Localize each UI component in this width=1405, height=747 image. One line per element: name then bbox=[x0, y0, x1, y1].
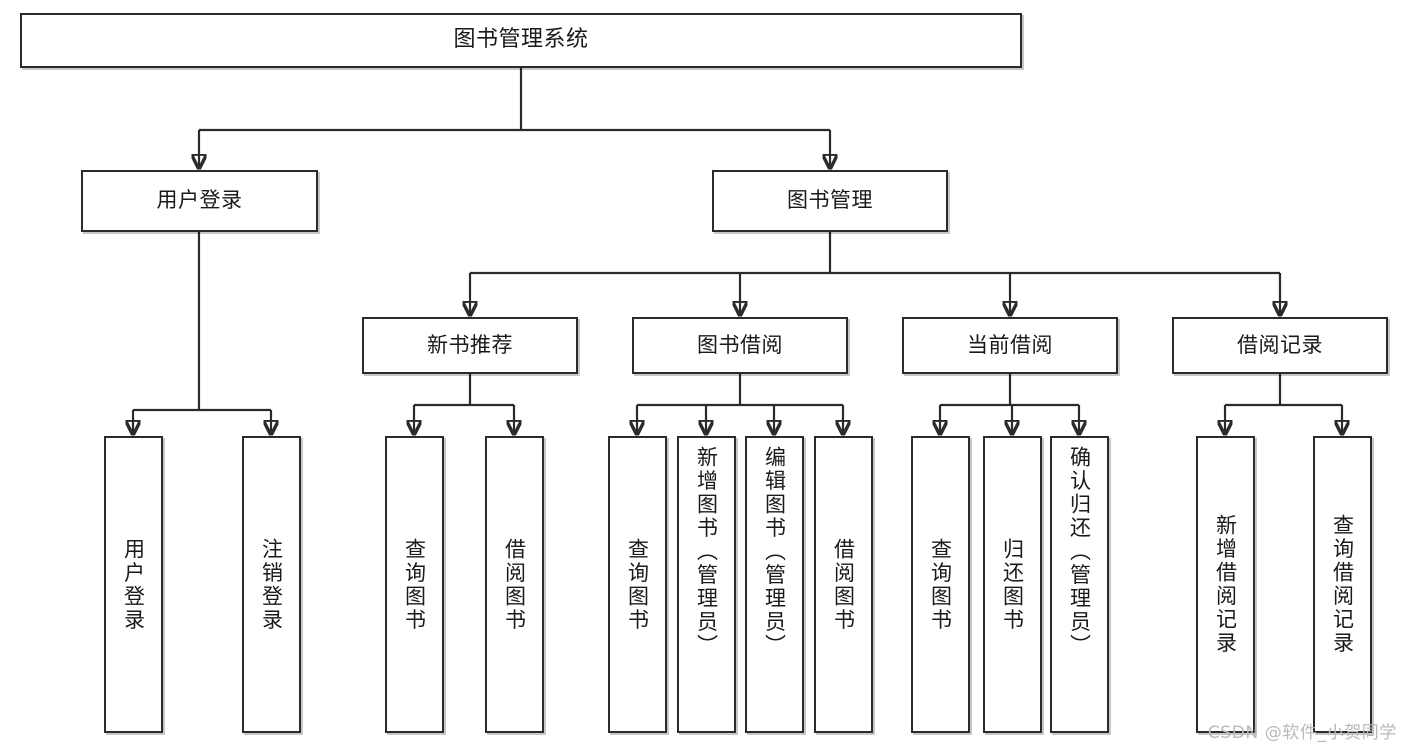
node-current-borrow-label: 当前借阅 bbox=[967, 332, 1053, 357]
node-root[interactable]: 图书管理系统 bbox=[20, 13, 1022, 68]
leaf-borrow-book[interactable]: 借阅图书 bbox=[814, 436, 873, 733]
csdn-watermark: CSDN @软件_小贺同学 bbox=[1207, 723, 1397, 743]
leaf-confirm-return-admin-label: 确认归还（管理员） bbox=[1067, 446, 1092, 658]
leaf-return-book[interactable]: 归还图书 bbox=[983, 436, 1042, 733]
leaf-user-login[interactable]: 用户登录 bbox=[104, 436, 163, 733]
node-book-manage-label: 图书管理 bbox=[787, 188, 873, 213]
leaf-add-book-admin[interactable]: 新增图书（管理员） bbox=[677, 436, 736, 733]
node-borrow-record[interactable]: 借阅记录 bbox=[1172, 317, 1388, 374]
node-user-login-label: 用户登录 bbox=[156, 188, 243, 213]
leaf-query-book-borrow[interactable]: 查询图书 bbox=[608, 436, 667, 733]
node-new-book-recommend[interactable]: 新书推荐 bbox=[362, 317, 578, 374]
leaf-query-book-current-label: 查询图书 bbox=[928, 537, 953, 632]
leaf-borrow-book-recommend[interactable]: 借阅图书 bbox=[485, 436, 544, 733]
leaf-logout-login-label: 注销登录 bbox=[259, 537, 284, 632]
leaf-return-book-label: 归还图书 bbox=[1000, 537, 1025, 632]
leaf-add-book-admin-label: 新增图书（管理员） bbox=[694, 446, 719, 658]
leaf-add-borrow-record[interactable]: 新增借阅记录 bbox=[1196, 436, 1255, 733]
leaf-query-book-borrow-label: 查询图书 bbox=[625, 537, 650, 632]
leaf-query-book-current[interactable]: 查询图书 bbox=[911, 436, 970, 733]
node-borrow-record-label: 借阅记录 bbox=[1237, 332, 1323, 357]
leaf-query-book-recommend[interactable]: 查询图书 bbox=[385, 436, 444, 733]
node-user-login[interactable]: 用户登录 bbox=[81, 170, 318, 232]
leaf-edit-book-admin-label: 编辑图书（管理员） bbox=[762, 446, 787, 658]
node-root-label: 图书管理系统 bbox=[453, 27, 589, 53]
node-new-book-recommend-label: 新书推荐 bbox=[427, 332, 513, 357]
leaf-query-borrow-record[interactable]: 查询借阅记录 bbox=[1313, 436, 1372, 733]
leaf-confirm-return-admin[interactable]: 确认归还（管理员） bbox=[1050, 436, 1109, 733]
node-book-borrow-label: 图书借阅 bbox=[697, 332, 783, 357]
node-book-manage[interactable]: 图书管理 bbox=[712, 170, 948, 232]
leaf-add-borrow-record-label: 新增借阅记录 bbox=[1213, 514, 1238, 655]
node-current-borrow[interactable]: 当前借阅 bbox=[902, 317, 1118, 374]
leaf-query-book-recommend-label: 查询图书 bbox=[402, 537, 427, 632]
leaf-borrow-book-label: 借阅图书 bbox=[831, 537, 856, 632]
leaf-edit-book-admin[interactable]: 编辑图书（管理员） bbox=[745, 436, 804, 733]
leaf-query-borrow-record-label: 查询借阅记录 bbox=[1330, 514, 1355, 655]
node-book-borrow[interactable]: 图书借阅 bbox=[632, 317, 848, 374]
leaf-logout-login[interactable]: 注销登录 bbox=[242, 436, 301, 733]
leaf-borrow-book-recommend-label: 借阅图书 bbox=[502, 537, 527, 632]
leaf-user-login-label: 用户登录 bbox=[121, 537, 146, 632]
